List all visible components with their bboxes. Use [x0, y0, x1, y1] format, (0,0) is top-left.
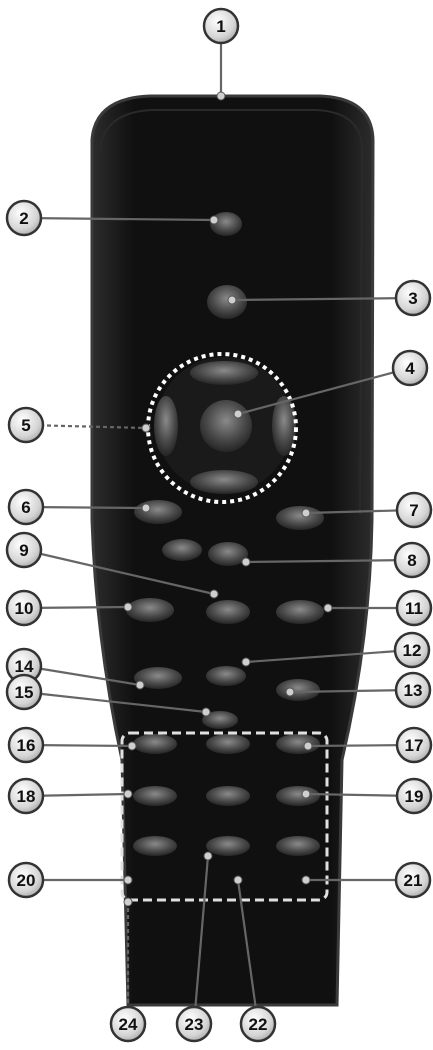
callout-badge-22: 22	[241, 1007, 275, 1041]
callout-anchor-17	[304, 742, 312, 750]
callout-badge-9: 9	[7, 533, 41, 567]
keypad-key	[133, 786, 177, 806]
callout-number: 21	[404, 871, 423, 890]
callout-badge-20: 20	[9, 863, 43, 897]
callout-number: 23	[185, 1015, 204, 1034]
callout-anchor-18	[124, 790, 132, 798]
callout-anchor-1	[217, 92, 225, 100]
callout-badge-23: 23	[177, 1007, 211, 1041]
callout-number: 17	[405, 736, 424, 755]
callout-badge-16: 16	[9, 728, 43, 762]
callout-number: 22	[249, 1015, 268, 1034]
callout-badge-24: 24	[111, 1007, 145, 1041]
keypad-key	[206, 836, 250, 856]
keypad-key	[276, 786, 320, 806]
keypad-key	[276, 836, 320, 856]
callout-badge-7: 7	[397, 493, 431, 527]
callout-badge-11: 11	[397, 591, 431, 625]
callout-anchor-8	[242, 558, 250, 566]
callout-number: 7	[409, 501, 418, 520]
callout-number: 13	[404, 681, 423, 700]
button-13	[276, 679, 320, 701]
callout-badge-19: 19	[397, 779, 431, 813]
callout-number: 5	[21, 416, 30, 435]
callout-number: 10	[15, 599, 34, 618]
callout-anchor-10	[124, 603, 132, 611]
callout-number: 12	[403, 641, 422, 660]
callout-badge-8: 8	[395, 543, 429, 577]
callout-anchor-4	[234, 410, 242, 418]
button-11	[276, 600, 324, 624]
callout-anchor-14	[136, 681, 144, 689]
button-mid	[206, 600, 250, 624]
callout-number: 3	[408, 289, 417, 308]
callout-number: 4	[405, 359, 415, 378]
callout-number: 14	[15, 657, 34, 676]
callout-number: 1	[216, 17, 225, 36]
callout-anchor-20	[124, 876, 132, 884]
callout-number: 16	[17, 736, 36, 755]
callout-anchor-6	[142, 504, 150, 512]
callout-badge-13: 13	[396, 673, 430, 707]
keypad-block	[133, 734, 320, 856]
pad-down	[190, 470, 258, 494]
callout-anchor-15	[202, 708, 210, 716]
callout-anchor-3	[228, 296, 236, 304]
callout-number: 8	[407, 551, 416, 570]
callout-badge-6: 6	[9, 490, 43, 524]
callout-badge-1: 1	[204, 9, 238, 43]
callout-anchor-23	[204, 852, 212, 860]
callout-anchor-24	[124, 898, 132, 906]
callout-number: 15	[15, 683, 34, 702]
keypad-key	[206, 734, 250, 754]
keypad-key	[133, 734, 177, 754]
callout-anchor-21	[302, 876, 310, 884]
keypad-key	[206, 786, 250, 806]
callout-badge-2: 2	[7, 201, 41, 235]
callout-anchor-7	[302, 509, 310, 517]
button-9	[162, 539, 202, 561]
callout-badge-15: 15	[7, 675, 41, 709]
callout-badge-12: 12	[395, 633, 429, 667]
callout-badge-18: 18	[9, 779, 43, 813]
keypad-key	[133, 836, 177, 856]
callout-badge-17: 17	[397, 728, 431, 762]
callout-number: 9	[19, 541, 28, 560]
callout-anchor-5	[142, 424, 150, 432]
callout-anchor-19	[302, 790, 310, 798]
pad-center	[200, 400, 252, 452]
callout-number: 11	[405, 599, 423, 618]
callout-number: 18	[17, 787, 36, 806]
callout-badge-3: 3	[396, 281, 430, 315]
callout-anchor-22	[234, 876, 242, 884]
button-10	[126, 598, 174, 622]
callout-anchor-11	[324, 604, 332, 612]
callout-anchor-12	[242, 658, 250, 666]
callout-anchor-16	[128, 742, 136, 750]
pad-up	[190, 361, 258, 385]
callout-number: 6	[21, 498, 30, 517]
menu-button	[207, 285, 247, 319]
button-12	[206, 666, 246, 686]
callout-anchor-9	[210, 590, 218, 598]
callout-number: 19	[405, 787, 424, 806]
callout-badge-10: 10	[7, 591, 41, 625]
pad-left	[154, 396, 178, 456]
callout-number: 20	[17, 871, 36, 890]
callout-number: 24	[119, 1015, 138, 1034]
button-6	[134, 500, 182, 524]
button-7	[276, 506, 324, 530]
callout-number: 2	[19, 209, 28, 228]
callout-anchor-2	[210, 216, 218, 224]
keypad-key	[276, 734, 320, 754]
callout-badge-21: 21	[396, 863, 430, 897]
callout-badge-4: 4	[393, 351, 427, 385]
callout-anchor-13	[286, 688, 294, 696]
callout-badge-5: 5	[9, 408, 43, 442]
